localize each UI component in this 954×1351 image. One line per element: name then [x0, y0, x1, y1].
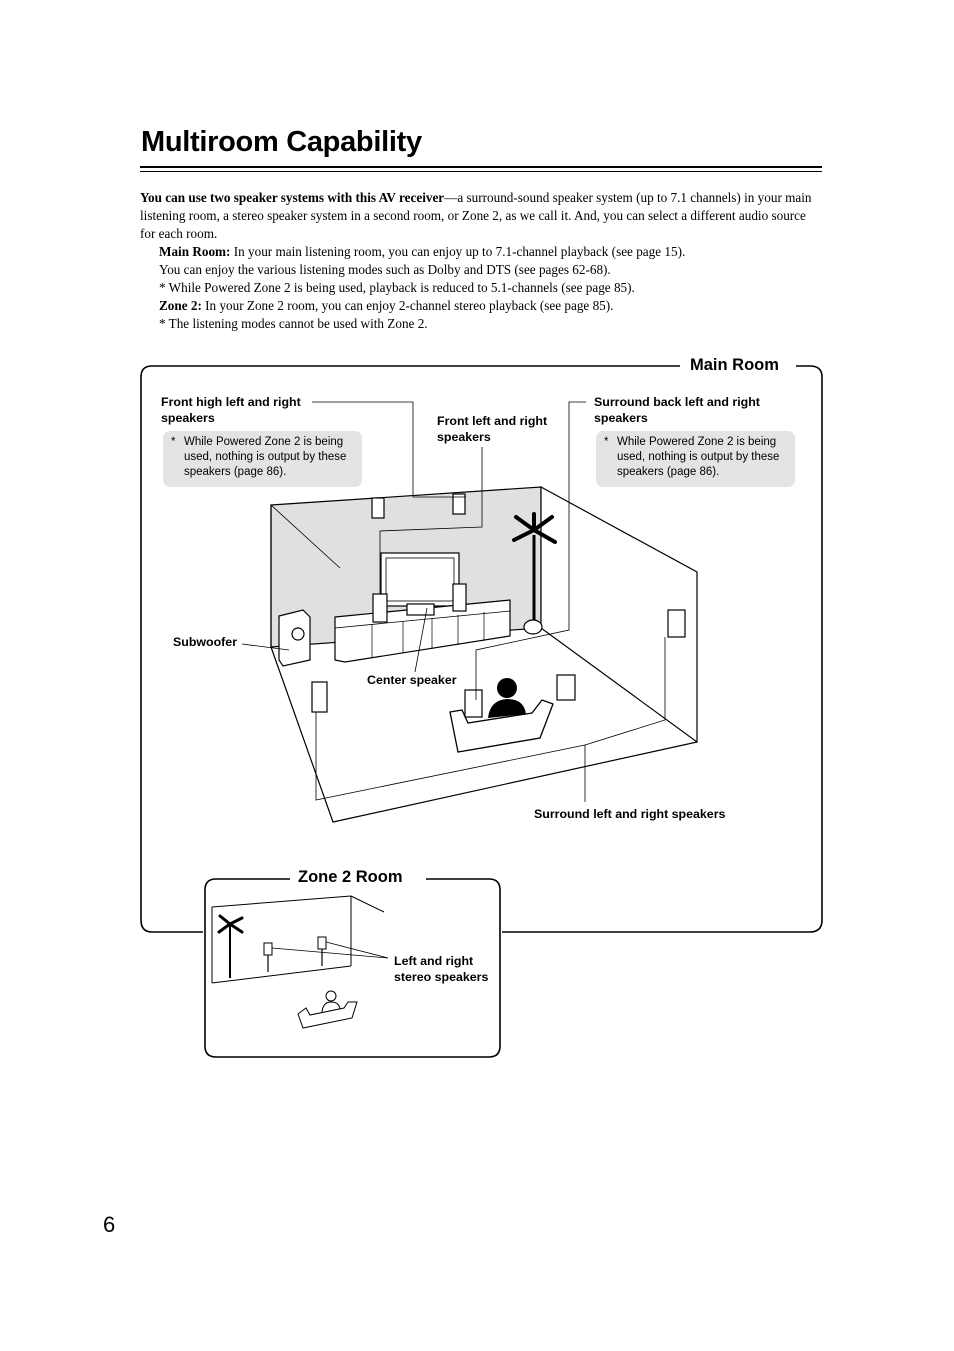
page-title: Multiroom Capability: [141, 126, 422, 158]
main-room-heading: Main Room: [684, 355, 785, 375]
surround-lr-label: Surround left and right speakers: [534, 807, 726, 821]
intro-text: You can use two speaker systems with thi…: [140, 189, 820, 333]
surround-back-label: Surround back left and right speakers: [594, 395, 760, 425]
zone2-note: * The listening modes cannot be used wit…: [159, 316, 428, 331]
main-room-paragraph: Main Room: In your main listening room, …: [159, 244, 686, 259]
zone2-paragraph: Zone 2: In your Zone 2 room, you can enj…: [159, 298, 614, 313]
front-high-note: * While Powered Zone 2 is being used, no…: [163, 431, 362, 487]
surround-back-note: * While Powered Zone 2 is being used, no…: [596, 431, 795, 487]
main-room-note: * While Powered Zone 2 is being used, pl…: [159, 280, 635, 295]
front-high-label: Front high left and right speakers: [161, 395, 301, 425]
page-number: 6: [103, 1212, 116, 1237]
center-speaker-label: Center speaker: [367, 673, 457, 687]
main-room-paragraph-2: You can enjoy the various listening mode…: [159, 262, 611, 277]
title-rule-thin: [140, 171, 822, 172]
front-lr-label: Front left and right speakers: [437, 414, 548, 444]
subwoofer-label: Subwoofer: [173, 635, 238, 649]
main-room-drawing: [241, 401, 698, 823]
zone2-drawing: [211, 895, 389, 1029]
zone2-room-heading: Zone 2 Room: [292, 867, 409, 887]
zone2-speakers-label: Left and right stereo speakers: [394, 954, 489, 984]
intro-lead: You can use two speaker systems with thi…: [140, 190, 812, 241]
title-rule-thick: [140, 166, 822, 168]
